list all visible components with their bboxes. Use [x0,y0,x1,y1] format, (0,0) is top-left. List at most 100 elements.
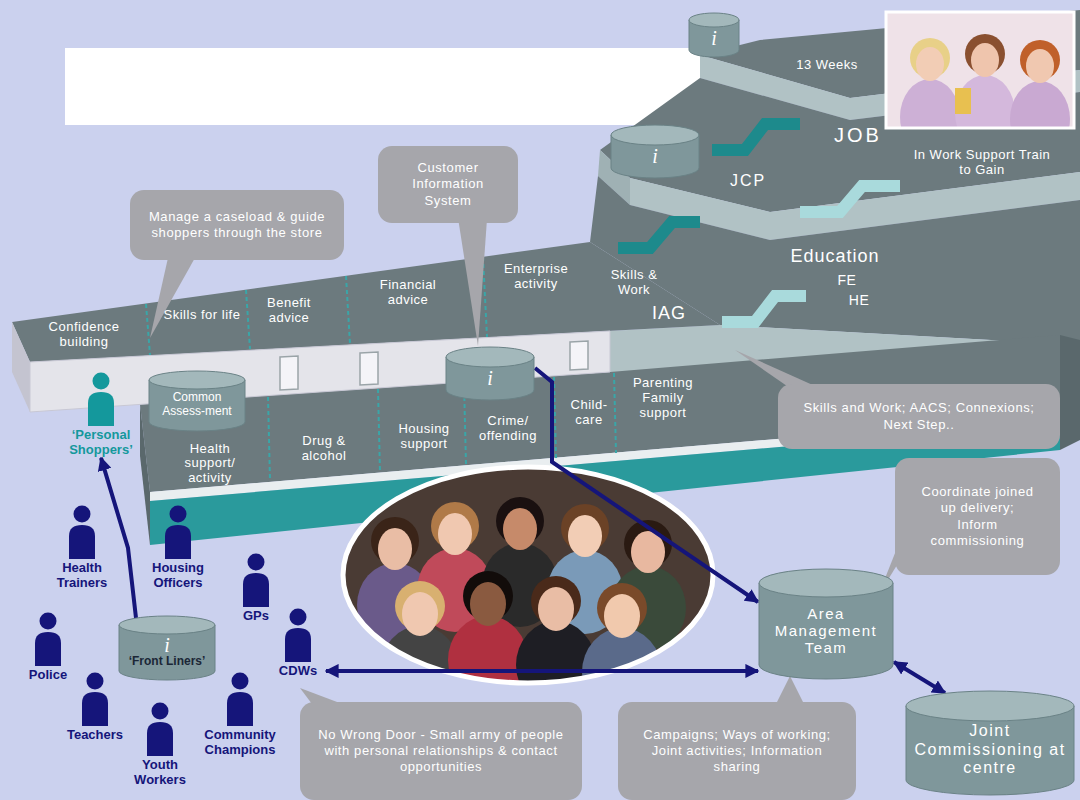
node-text: Manage a caseload & guide shoppers throu… [146,209,328,242]
info-cylinder: Joint Commissioning at centre [905,690,1075,796]
cylinder-top [611,125,699,145]
group-photo [604,594,640,638]
node-text: Coordinate joined up delivery; Inform co… [921,484,1034,549]
info-cylinder: i‘Front Liners’ [118,615,216,681]
slab-label: Benefit advice [256,296,322,326]
slab-label-box: IAG [646,303,692,324]
person-body [69,525,95,559]
person-icon: Police [22,612,74,683]
callout-box: Campaigns; Ways of working; Joint activi… [618,702,856,800]
callout-box: Manage a caseload & guide shoppers throu… [130,190,344,260]
callout-box: Skills and Work; AACS; Connexions; Next … [778,384,1060,449]
node-text: Health Trainers [48,561,116,591]
staff-photo [886,12,1074,128]
person-icon: ‘Personal Shoppers’ [55,372,147,458]
person-icon: GPs [236,553,276,624]
cylinder-body: Area Management Team [758,568,894,680]
group-photo [503,508,537,550]
staff-photo [886,12,1074,157]
upper-row-slab [30,331,610,412]
segment-divider [268,397,270,481]
segment-divider [346,276,350,344]
node-text: Youth Workers [122,758,198,788]
node-text: Police [22,668,74,683]
person-icon: Housing Officers [140,505,216,591]
person-icon: Youth Workers [122,702,198,788]
segment-divider [554,377,556,458]
slab-label: Crime/ offending [474,414,542,444]
node-text: Area Management Team [764,605,888,657]
node-text: i [616,146,694,166]
group-photo [340,465,720,716]
cylinder-top [689,13,739,27]
person-body [285,628,311,662]
slab-label-box: 13 Weeks [782,58,872,73]
upper-row-slab [360,352,378,385]
callout-text-block: Coordinate joined up delivery; Inform co… [921,484,1034,549]
node-text: Campaigns; Ways of working; Joint activi… [634,727,840,776]
slab-label: FE [830,272,864,288]
person-symbol [33,612,63,666]
step-platform [590,176,1080,345]
lower-row-slab [1060,335,1080,450]
node-text: ‘Personal Shoppers’ [55,428,147,458]
person-body [35,632,61,666]
cylinder-top [906,691,1074,721]
person-symbol [80,672,110,726]
person-icon: CDWs [270,608,326,679]
slab-label-box: Parenting Family support [622,376,704,421]
callout-text-block: Skills and Work; AACS; Connexions; Next … [794,400,1044,433]
staff-photo [955,88,971,114]
slab-label-box: Drug & alcohol [288,434,360,464]
person-head [74,506,91,523]
callout-box: Customer Information System [378,146,518,223]
node-text: Skills and Work; AACS; Connexions; Next … [794,400,1044,433]
person-body [88,392,114,426]
group-photo [448,616,528,704]
cylinder-top [446,347,534,367]
stair-symbol [712,124,800,150]
node-text: Community Champions [190,728,290,758]
person-head [93,373,110,390]
staff-photo [886,12,1074,128]
person-body [147,722,173,756]
person-icon: Teachers [58,672,132,743]
connector-arrow [894,662,945,693]
cylinder-top [149,371,245,389]
staff-photo [1010,81,1070,128]
node-text: No Wrong Door - Small army of people wit… [316,727,566,776]
node-text: i [451,368,529,388]
person-symbol [163,505,193,559]
info-cylinder: Area Management Team [758,568,894,680]
slab-label-box: Housing support [388,422,460,452]
person-body [227,692,253,726]
slab-label-box: Child-care [566,398,612,428]
group-photo [538,587,574,631]
node-text: GPs [236,609,276,624]
person-body [243,573,269,607]
staff-photo [955,75,1015,128]
callout-box: Coordinate joined up delivery; Inform co… [895,458,1060,575]
staff-photo [1026,49,1054,83]
person-head [87,673,104,690]
slab-label-box: HE [842,292,876,308]
connector-arrow [535,368,758,602]
slab-label-box: Enterprise activity [496,262,576,292]
group-photo [340,465,720,716]
slab-label: IAG [646,303,692,324]
person-symbol [145,702,175,756]
slab-label: JCP [720,172,776,190]
person-body [165,525,191,559]
callout-text-block: Campaigns; Ways of working; Joint activi… [634,727,840,776]
slab-label-box: JCP [720,172,776,190]
callout-text-block: Manage a caseload & guide shoppers throu… [146,209,328,242]
segment-divider [146,304,150,355]
slab-label-box: JOB [826,124,890,147]
callout-text-block: No Wrong Door - Small army of people wit… [316,727,566,776]
slab-label: Child-care [566,398,612,428]
callout-text-block: Customer Information System [392,160,504,209]
info-cylinder: Common Assess-ment [148,370,246,432]
slab-label: Health support/ activity [168,442,252,485]
slab-label: Housing support [388,422,460,452]
